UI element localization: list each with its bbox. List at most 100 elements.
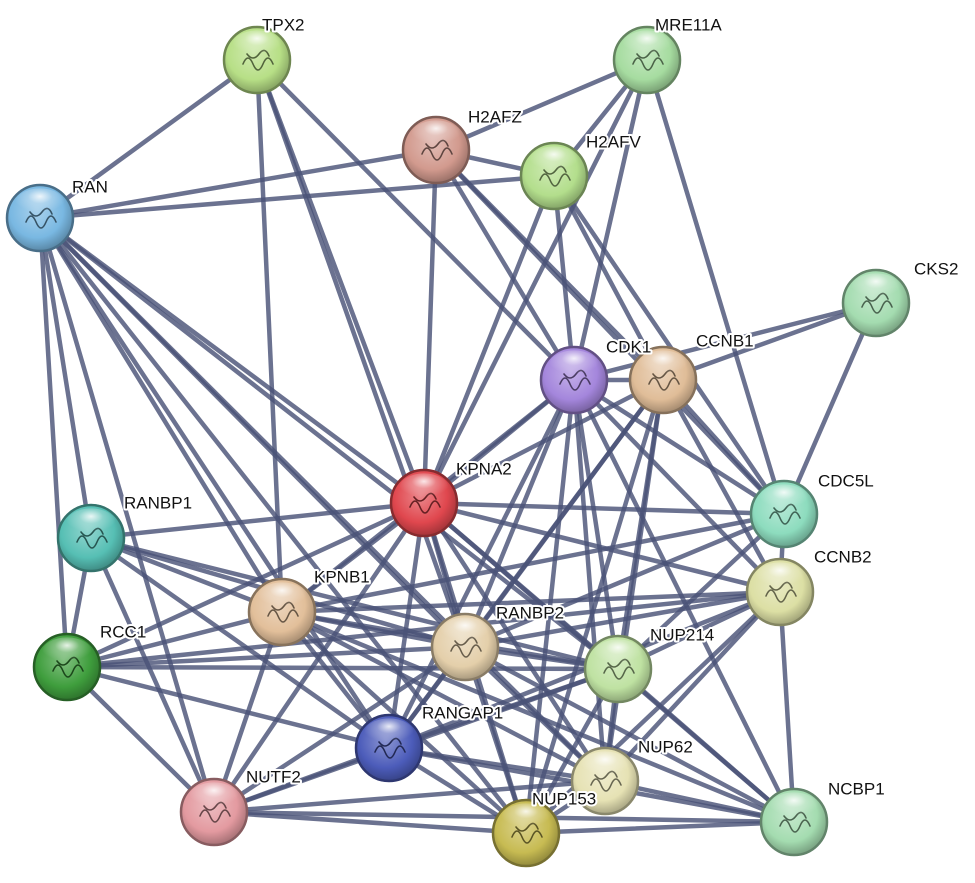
node-ranbp2[interactable] (430, 612, 500, 682)
node-highlight (580, 751, 630, 780)
node-ncbp1[interactable] (759, 787, 829, 857)
node-highlight (622, 30, 672, 59)
node-nup62[interactable] (570, 746, 640, 816)
node-highlight (851, 273, 901, 302)
edge-cks2-cdk1 (571, 300, 879, 383)
edge-h2afz-cdk1 (433, 147, 577, 383)
node-nup153[interactable] (491, 798, 561, 868)
node-rim (841, 268, 911, 338)
edge-rcc1-rangap1 (64, 664, 392, 751)
edge-layer (37, 57, 879, 836)
node-ran[interactable] (5, 183, 75, 253)
node-rcc1[interactable] (32, 632, 102, 702)
node-label-mre11a: MRE11A (655, 15, 722, 34)
node-label-nup214: NUP214 (650, 625, 714, 644)
edge-tpx2-ran (37, 57, 260, 221)
node-cks2[interactable] (841, 268, 911, 338)
edge-kpna2-cdc5l (421, 500, 787, 517)
node-rim (570, 746, 640, 816)
edge-ccnb1-ccnb2 (660, 377, 783, 595)
edge-ccnb2-nup62 (602, 589, 783, 784)
node-rim (612, 25, 682, 95)
node-h2afz[interactable] (401, 115, 471, 185)
node-ranbp1[interactable] (56, 503, 126, 573)
node-kpnb1[interactable] (247, 577, 317, 647)
edge-h2afv-kpna2 (421, 173, 557, 506)
node-rim (5, 183, 75, 253)
edge-ran-nutf2 (37, 215, 217, 815)
node-rangap1[interactable] (354, 713, 424, 783)
node-label-cdk1: CDK1 (606, 337, 651, 356)
edge-tpx2-kpnb1 (254, 57, 285, 615)
edge-cdc5l-kpnb1 (279, 511, 787, 615)
edge-ranbp1-rangap1 (88, 535, 392, 751)
node-highlight (759, 484, 809, 513)
edge-ranbp1-nup214 (88, 535, 621, 672)
node-rim (32, 632, 102, 702)
node-label-ranbp2: RANBP2 (496, 603, 564, 622)
node-label-nutf2: NUTF2 (246, 767, 301, 786)
edge-rcc1-nutf2 (64, 664, 217, 815)
node-rim (749, 479, 819, 549)
node-rim (179, 777, 249, 847)
edge-ran-nup214 (37, 215, 621, 672)
edge-h2afv-cdc5l (551, 173, 787, 517)
edge-cdk1-ccnb2 (571, 377, 783, 595)
node-cdk1[interactable] (539, 345, 609, 415)
node-rim (430, 612, 500, 682)
node-label-kpna2: KPNA2 (456, 459, 512, 478)
edge-h2afz-cdc5l (433, 147, 787, 517)
edge-ranbp2-ncbp1 (462, 644, 797, 825)
edge-ccnb2-ncbp1 (777, 589, 797, 825)
node-highlight (15, 188, 65, 217)
edge-h2afz-kpna2 (421, 147, 439, 506)
node-label-kpnb1: KPNB1 (314, 567, 370, 586)
node-layer (5, 25, 911, 868)
edge-cdk1-cdc5l (571, 377, 787, 517)
edge-mre11a-h2afz (433, 57, 650, 153)
node-mre11a[interactable] (612, 25, 682, 95)
node-label-nup153: NUP153 (532, 789, 596, 808)
node-highlight (42, 637, 92, 666)
edge-kpnb1-rcc1 (64, 609, 285, 670)
edge-h2afv-ccnb1 (551, 173, 666, 383)
edge-tpx2-ranbp2 (254, 57, 468, 650)
node-tpx2[interactable] (222, 25, 292, 95)
node-kpna2[interactable] (389, 468, 459, 538)
node-label-rangap1: RANGAP1 (422, 703, 503, 722)
node-label-rcc1: RCC1 (100, 622, 146, 641)
edge-ccnb2-kpnb1 (279, 589, 783, 615)
node-rim (628, 345, 698, 415)
node-label-ran: RAN (72, 177, 108, 196)
edge-nup214-ncbp1 (615, 666, 797, 825)
edge-cdk1-nup153 (523, 377, 577, 836)
node-rim (247, 577, 317, 647)
edge-ran-kpnb1 (37, 215, 285, 615)
node-highlight (638, 350, 688, 379)
node-label-ccnb1: CCNB1 (696, 331, 754, 350)
node-cdc5l[interactable] (749, 479, 819, 549)
edge-nup153-ncbp1 (523, 819, 797, 836)
edge-ran-rcc1 (37, 215, 70, 670)
node-highlight (549, 350, 599, 379)
node-highlight (411, 120, 461, 149)
node-nup214[interactable] (583, 634, 653, 704)
edge-ran-rangap1 (37, 215, 392, 751)
edge-ccnb2-rcc1 (64, 589, 783, 670)
edge-cks2-ccnb1 (660, 300, 879, 383)
edge-ran-ranbp1 (37, 215, 94, 541)
node-highlight (755, 562, 805, 591)
node-label-nup62: NUP62 (638, 737, 693, 756)
node-highlight (189, 782, 239, 811)
edge-ccnb2-nup153 (523, 589, 783, 836)
node-rim (583, 634, 653, 704)
edge-cdc5l-ranbp2 (462, 511, 787, 650)
node-h2afv[interactable] (519, 141, 589, 211)
node-ccnb1[interactable] (628, 345, 698, 415)
edge-ranbp1-nutf2 (88, 535, 217, 815)
node-ccnb2[interactable] (745, 557, 815, 627)
node-label-h2afv: H2AFV (586, 132, 641, 151)
node-highlight (529, 146, 579, 175)
node-nutf2[interactable] (179, 777, 249, 847)
node-highlight (66, 508, 116, 537)
